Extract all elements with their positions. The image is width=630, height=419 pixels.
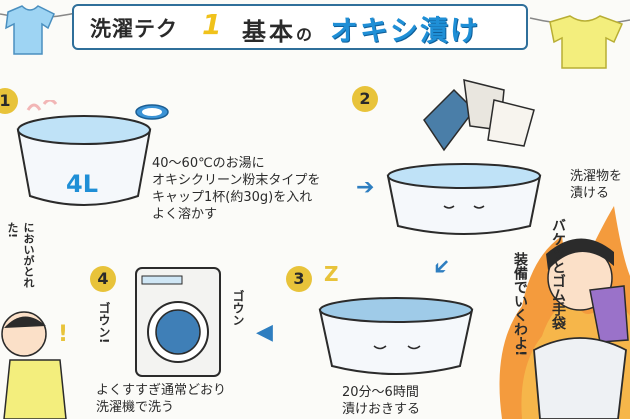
- arrow-right-icon: ➔: [356, 175, 375, 200]
- washer-sound-left: ゴウン!: [97, 302, 111, 344]
- title-technique: 洗濯テク: [90, 17, 178, 41]
- title-particle: の: [296, 25, 316, 44]
- oxi-cap-icon: [135, 104, 169, 120]
- title-box: 洗濯テク 1 基本の オキシ漬け: [72, 4, 528, 50]
- adult-bubble-2: 装備でいくわよ!: [512, 252, 528, 357]
- washer-sound-right: ゴウン: [231, 290, 245, 326]
- arrow-left-icon: ◀: [256, 320, 273, 345]
- step-1-text: 40～60℃のお湯に オキシクリーン粉末タイプを キャップ1杯(約30g)を入れ…: [152, 156, 321, 222]
- step-2-badge: 2: [352, 86, 378, 112]
- soaking-basin: [318, 297, 474, 375]
- kid-illustration: [1, 311, 67, 419]
- adult-bubble-1: バケツとゴム手袋: [550, 218, 566, 330]
- tshirt-icon: [549, 15, 624, 69]
- title-oxi: オキシ漬け: [330, 14, 481, 47]
- kid-bubble: においがとれた!: [6, 222, 35, 288]
- step-3-badge: 3: [286, 266, 312, 292]
- step-4-text: よくすすぎ通常どおり 洗濯機で洗う: [96, 383, 227, 415]
- step-3-text: 20分～6時間 漬けおきする: [342, 385, 421, 417]
- arrow-down-left-icon: ➔: [425, 251, 457, 282]
- tshirt-icon: [5, 5, 55, 55]
- adult-illustration: [533, 238, 629, 419]
- clothes-into-basin: [386, 79, 542, 235]
- basin-label: 4L: [66, 170, 98, 198]
- exclamation-icon: !: [58, 322, 69, 347]
- step-2-text: 洗濯物を 漬ける: [570, 169, 623, 201]
- step-1-badge: 1: [0, 88, 18, 114]
- step-4-badge: 4: [90, 266, 116, 292]
- sleep-mark: Z: [324, 262, 339, 286]
- title-basic-text: 基本: [242, 18, 296, 46]
- washing-machine-icon: [135, 267, 221, 377]
- basin-illustration: [16, 100, 152, 206]
- title-basic: 基本の: [242, 12, 315, 47]
- title-number: 1: [202, 8, 222, 41]
